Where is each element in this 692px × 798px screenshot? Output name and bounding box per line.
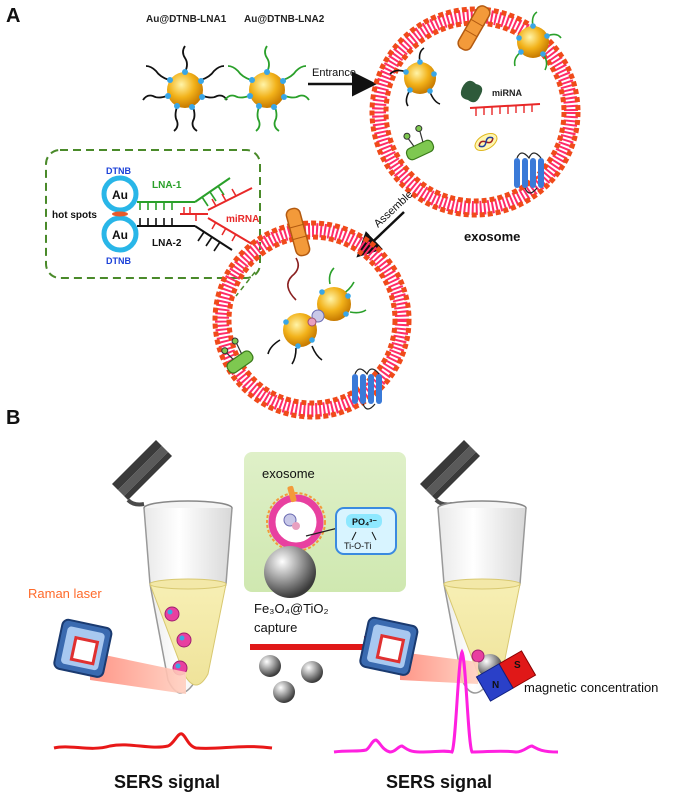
magnetic-beads <box>259 655 323 703</box>
po4-label: PO₄³⁻ <box>352 517 377 527</box>
tube-left <box>112 440 233 694</box>
inset-mirna: miRNA <box>226 214 259 225</box>
magnet-n-label: N <box>492 680 499 691</box>
nanoparticle-lna2 <box>224 45 310 132</box>
exosome-label: exosome <box>464 229 520 244</box>
entrance-label: Entrance <box>312 67 356 79</box>
np1-name: Au@DTNB-LNA1 <box>146 14 227 25</box>
nanoparticle-lna1 <box>142 45 228 132</box>
tioti-label: Ti-O-Ti <box>344 541 371 551</box>
magnet <box>475 650 537 702</box>
capture-line1: Fe₃O₄@TiO₂ <box>254 601 329 616</box>
np2-name: Au@DTNB-LNA2 <box>244 14 325 25</box>
magnetic-concentration-label: magnetic concentration <box>524 680 658 695</box>
sers-left-label: SERS signal <box>114 772 220 792</box>
spectrum-right <box>333 648 559 754</box>
laser-head-left <box>53 618 186 694</box>
exosome-top <box>369 5 581 218</box>
inset-hot-spots: hot spots <box>52 210 97 221</box>
exosome-assembled <box>212 207 412 420</box>
inset-lna2: LNA-2 <box>152 238 182 249</box>
assemble-label: Assemble <box>372 188 416 230</box>
inset-dtnb-bottom: DTNB <box>106 256 131 266</box>
inset-box <box>45 149 261 297</box>
tube-right <box>420 440 527 694</box>
sers-right-label: SERS signal <box>386 772 492 792</box>
panel-a-label: A <box>6 5 20 27</box>
exosome-mirna-label: miRNA <box>492 88 523 98</box>
capture-inset <box>244 452 406 598</box>
spectrum-left <box>53 732 273 750</box>
inset-dtnb-top: DTNB <box>106 166 131 176</box>
inset-lna1: LNA-1 <box>152 180 182 191</box>
inset-exosome-label: exosome <box>262 466 315 481</box>
inset-au-top: Au <box>112 188 128 202</box>
raman-laser-label: Raman laser <box>28 586 102 601</box>
magnet-s-label: S <box>514 660 521 671</box>
inset-au-bottom: Au <box>112 228 128 242</box>
panel-b-label: B <box>6 407 20 429</box>
capture-line2: capture <box>254 620 297 635</box>
